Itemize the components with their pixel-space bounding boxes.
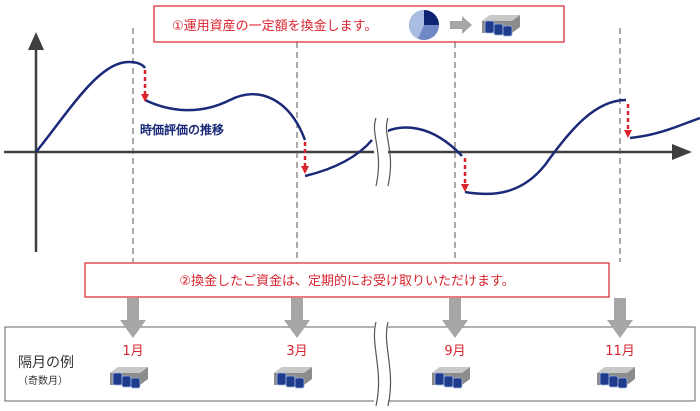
y-axis-arrow-icon xyxy=(28,32,44,50)
arrow-right-icon xyxy=(450,16,472,34)
callout-top-text: ①運用資産の一定額を換金します。 xyxy=(172,18,377,34)
valuation-curve xyxy=(35,60,700,196)
curve-label: 時価評価の推移 xyxy=(140,122,224,137)
example-title: 隔月の例 xyxy=(18,355,74,371)
month-guides xyxy=(132,28,621,372)
payout-arrows xyxy=(120,298,633,338)
callout-middle: ②換金したご資金は、定期的にお受け取りいただけます。 xyxy=(84,262,610,298)
callout-top: ①運用資産の一定額を換金します。 xyxy=(153,5,565,43)
down-arrow-icon xyxy=(442,298,468,338)
month-label-3: 3月 xyxy=(286,344,307,359)
example-subtitle: （奇数月） xyxy=(18,374,68,387)
pie-chart-icon xyxy=(408,10,439,40)
down-arrow-icon xyxy=(284,298,310,338)
x-axis-arrow-icon xyxy=(672,144,692,160)
axes xyxy=(4,32,692,252)
down-arrow-icon xyxy=(607,298,633,338)
withdrawal-arrows xyxy=(141,70,632,192)
callout-middle-text: ②換金したご資金は、定期的にお受け取りいただけます。 xyxy=(179,273,514,289)
month-label-1: 1月 xyxy=(122,344,143,359)
example-box: 隔月の例 （奇数月） 1月 3月 9月 11月 xyxy=(4,298,696,407)
down-arrow-icon xyxy=(120,298,146,338)
axis-break xyxy=(373,117,392,188)
month-label-11: 11月 xyxy=(605,344,635,359)
month-label-9: 9月 xyxy=(444,344,465,359)
